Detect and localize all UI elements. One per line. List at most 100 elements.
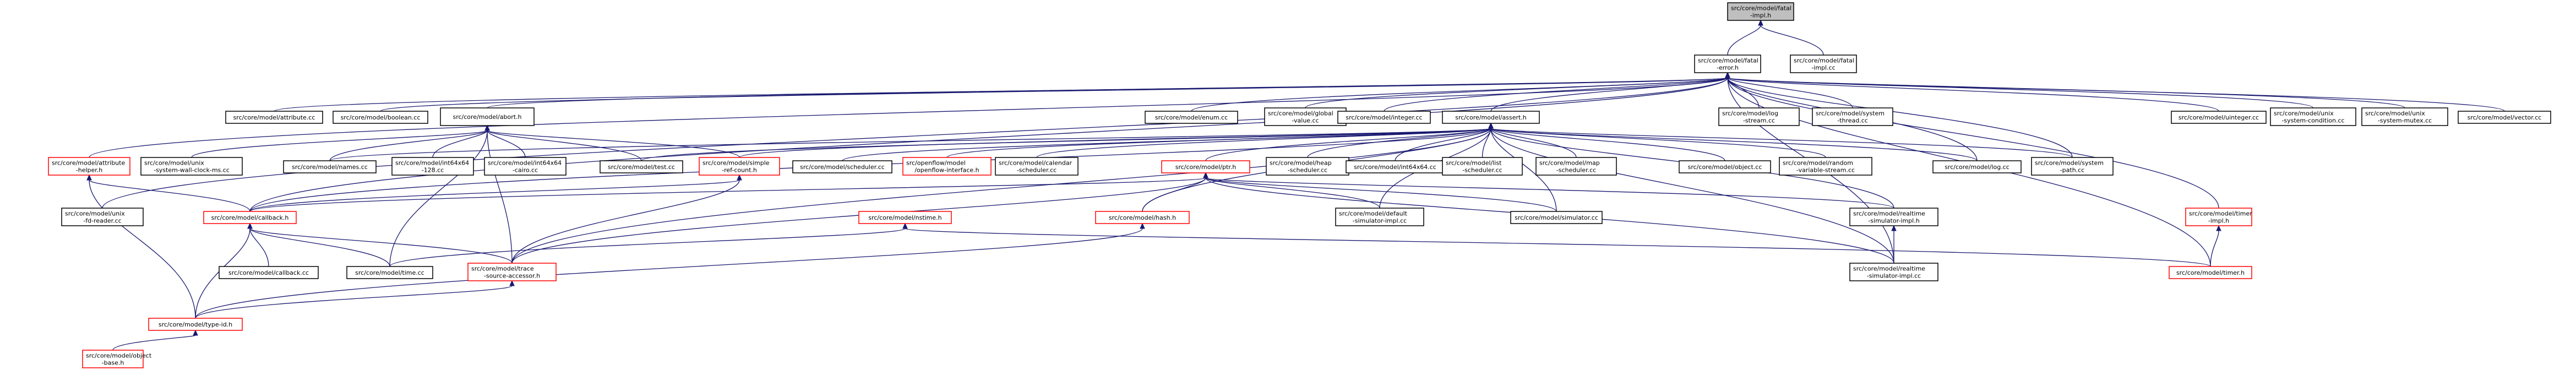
edge-trace-src-to-abort-h	[484, 124, 513, 264]
node-label: -impl.h	[1750, 12, 1771, 19]
edge-arrowhead	[193, 329, 198, 336]
node-box	[1849, 263, 1938, 281]
node-box	[2458, 111, 2551, 124]
node-box	[283, 160, 377, 173]
node-label: src/core/model/ptr.h	[1175, 164, 1237, 171]
node-box	[1145, 111, 1238, 124]
edge-line	[1490, 128, 2073, 158]
node-label: -base.h	[102, 360, 124, 367]
node-box	[391, 157, 474, 176]
edge-boolean-cc-to-fatal-error	[380, 72, 1730, 112]
node-timer-impl[interactable]: src/core/model/timer-impl.h	[2185, 208, 2252, 226]
node-box	[1849, 208, 1938, 226]
edge-arrowhead	[737, 174, 742, 181]
edge-line	[249, 179, 740, 212]
node-label: -simulator-impl.h	[1868, 217, 1919, 225]
node-simulator-cc: src/core/model/simulator.cc	[1510, 211, 1603, 224]
edge-assert-h-to-fatal-error	[1490, 72, 1730, 112]
node-label: src/core/model/object	[86, 352, 152, 360]
node-label: src/core/model/vector.cc	[2468, 114, 2542, 121]
node-box	[484, 157, 567, 176]
node-box	[1679, 160, 1771, 173]
edge-line	[195, 285, 513, 319]
edge-trace-src-to-assert-h	[511, 122, 1494, 264]
edge-arrowhead	[484, 124, 490, 131]
node-nstime-h[interactable]: src/core/model/nstime.h	[858, 211, 952, 224]
edge-realtime-sim-h-to-ptr-h	[1203, 172, 1894, 209]
edge-time-cc-to-nstime-h	[389, 222, 908, 267]
edge-int64x64-cairo-to-abort-h	[484, 124, 526, 158]
node-attribute-helper[interactable]: src/core/model/attribute-helper.h	[48, 157, 130, 176]
node-label: -system-mutex.cc	[2378, 117, 2432, 124]
node-assert-h: src/core/model/assert.h	[1442, 111, 1540, 124]
edge-line	[89, 77, 1728, 158]
edge-line	[1191, 77, 1728, 112]
edge-trace-src-to-simple-ref	[511, 174, 742, 264]
edge-line	[1036, 128, 1491, 158]
node-object-base[interactable]: src/core/model/object-base.h	[82, 350, 152, 368]
node-label: src/core/model/realtime	[1853, 265, 1925, 273]
edge-line	[1727, 77, 2405, 108]
edge-line	[389, 228, 906, 267]
edge-line	[1727, 77, 2219, 209]
node-names-cc: src/core/model/names.cc	[283, 160, 377, 173]
node-box	[61, 208, 144, 226]
node-box	[148, 318, 243, 331]
edge-line	[1307, 128, 1491, 158]
node-integer-cc: src/core/model/integer.cc	[1337, 111, 1431, 124]
edge-line	[1727, 25, 1761, 56]
node-label: src/core/model/realtime	[1853, 210, 1925, 217]
edge-line	[739, 128, 1491, 158]
edge-unix-wall-to-abort-h	[191, 124, 490, 158]
edge-line	[1490, 128, 1894, 264]
node-simple-ref[interactable]: src/core/model/simple-ref-count.h	[699, 157, 780, 176]
node-label: -error.h	[1717, 64, 1739, 72]
node-label: src/core/model/boolean.cc	[341, 114, 421, 121]
node-label: src/core/model/callback.cc	[228, 269, 309, 276]
node-label: src/core/model/callback.h	[211, 214, 289, 221]
node-time-cc: src/core/model/time.cc	[346, 266, 433, 279]
node-object-cc: src/core/model/object.cc	[1679, 160, 1771, 173]
node-label: -scheduler.cc	[1462, 167, 1502, 174]
node-vector-cc: src/core/model/vector.cc	[2458, 111, 2551, 124]
node-box	[82, 350, 144, 368]
node-label: -system-wall-clock-ms.cc	[154, 167, 230, 174]
node-timer-h[interactable]: src/core/model/timer.h	[2169, 266, 2252, 279]
node-label: src/core/model/integer.cc	[1346, 114, 1422, 121]
node-label: src/core/model/type-id.h	[159, 321, 232, 328]
node-label: -stream.cc	[1743, 117, 1775, 124]
edge-line	[487, 130, 526, 158]
node-int64x64-cc: src/core/model/int64x64.cc	[1346, 160, 1445, 173]
node-box	[346, 266, 433, 279]
node-openflow[interactable]: src/openflow/model/openflow-interface.h	[902, 157, 992, 176]
edge-int64x64-cc-to-assert-h	[1395, 122, 1494, 161]
edge-int64x64-128-to-abort-h	[432, 124, 490, 158]
edge-realtime-sim-cc-to-realtime-sim-h	[1891, 225, 1897, 263]
edge-line	[2210, 230, 2219, 267]
node-callback-h[interactable]: src/core/model/callback.h	[203, 211, 297, 224]
node-hash-h[interactable]: src/core/model/hash.h	[1095, 211, 1190, 224]
edge-line	[249, 177, 1206, 212]
edge-fatal-error-to-fatal-impl	[1727, 19, 1763, 56]
edge-object-base-to-type-id	[112, 329, 198, 351]
node-label: src/core/model/enum.cc	[1155, 114, 1228, 121]
node-type-id[interactable]: src/core/model/type-id.h	[148, 318, 243, 331]
node-label: -value.cc	[1292, 117, 1319, 124]
node-abort-h: src/core/model/abort.h	[440, 107, 535, 126]
edge-line	[487, 130, 513, 264]
node-label: src/core/model/calendar	[999, 160, 1072, 167]
node-box	[1442, 157, 1523, 176]
node-label: src/core/model/trace	[471, 265, 534, 273]
node-label: src/core/model/system	[2035, 160, 2104, 167]
node-box	[902, 157, 992, 176]
edge-line	[511, 128, 1491, 264]
node-label: src/core/model/int64x64	[488, 160, 562, 167]
edge-log-cc-to-assert-h	[1488, 122, 1978, 161]
node-ptr-h[interactable]: src/core/model/ptr.h	[1161, 160, 1250, 173]
node-label: src/core/model/system	[1816, 110, 1885, 117]
node-box	[600, 160, 683, 173]
node-trace-src[interactable]: src/core/model/trace-source-accessor.h	[467, 263, 557, 281]
node-label: src/core/model/unix	[65, 210, 125, 217]
node-box	[1727, 2, 1794, 21]
edge-line	[1490, 128, 1978, 161]
